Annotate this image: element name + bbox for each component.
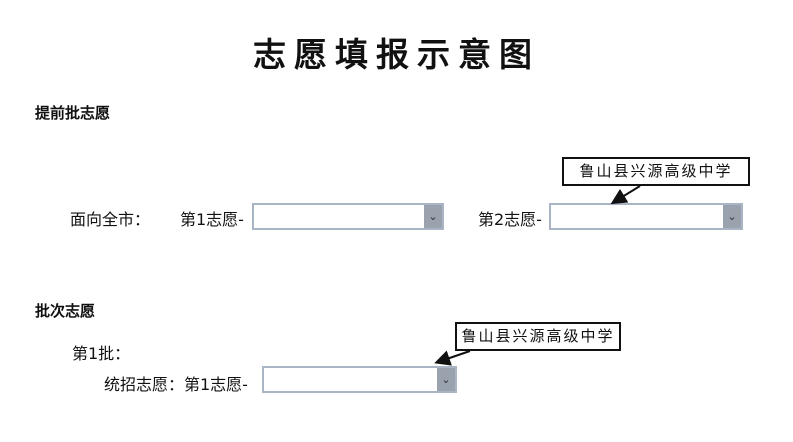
- section-heading-early: 提前批志愿: [35, 104, 111, 122]
- batch-label: 第1批：: [72, 344, 131, 363]
- page-title: 志愿填报示意图: [253, 35, 540, 74]
- callout-school: 鲁山县兴源高级中学: [562, 157, 750, 186]
- row-label-unified: 统招志愿：第1志愿-: [104, 375, 248, 394]
- arrow-icon: [610, 185, 641, 205]
- choice1-select[interactable]: ⌄: [252, 203, 444, 230]
- arrow-icon: [434, 350, 471, 366]
- chevron-down-icon[interactable]: ⌄: [437, 368, 455, 391]
- unified-choice1-select[interactable]: ⌄: [262, 366, 457, 393]
- row-label-citywide: 面向全市：: [70, 210, 151, 229]
- chevron-down-icon[interactable]: ⌄: [424, 205, 442, 228]
- section-heading-batch: 批次志愿: [35, 302, 96, 320]
- choice1-label: 第1志愿-: [180, 210, 244, 229]
- callout-school-2: 鲁山县兴源高级中学: [455, 322, 621, 351]
- choice2-select[interactable]: ⌄: [549, 203, 743, 230]
- choice2-label: 第2志愿-: [478, 210, 542, 229]
- chevron-down-icon[interactable]: ⌄: [723, 205, 741, 228]
